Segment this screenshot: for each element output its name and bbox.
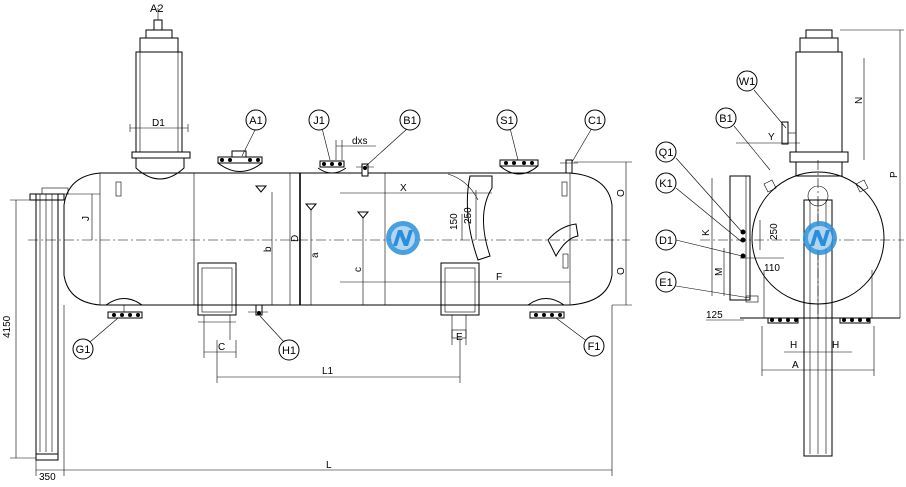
- label-s1: S1: [500, 115, 513, 127]
- callout-b1-side: B1: [715, 107, 737, 129]
- side-nozzle-left: [763, 179, 777, 193]
- callout-d1: D1: [655, 229, 677, 251]
- internal-baffle: [466, 175, 493, 261]
- dim-d1: D1: [152, 118, 165, 129]
- dim-k: K: [701, 229, 712, 236]
- label-h1: H1: [282, 345, 296, 357]
- dim-d: D: [290, 235, 301, 242]
- level-mark-1: [254, 185, 268, 193]
- callout-c1: C1: [584, 109, 606, 131]
- dim-j: J: [81, 216, 92, 221]
- label-g1: G1: [76, 344, 91, 356]
- callout-w1: W1: [736, 70, 758, 92]
- dim-l1: L1: [322, 366, 334, 377]
- side-bottom-nozzles: [767, 317, 871, 324]
- nozzle-f1: [527, 298, 565, 319]
- dim-n: N: [854, 97, 865, 104]
- level-gauge: [729, 175, 759, 303]
- nozzle-w1: [781, 121, 796, 145]
- callout-b1-front: B1: [399, 109, 421, 131]
- side-view: [700, 29, 904, 457]
- dim-250: 250: [463, 207, 474, 224]
- dim-150: 150: [449, 213, 460, 230]
- top-dome-nozzle: [129, 8, 191, 180]
- callout-e1: E1: [655, 271, 677, 293]
- dim-h-left: H: [790, 340, 797, 351]
- company-logo-watermark: [386, 221, 420, 255]
- callout-g1: G1: [72, 338, 94, 360]
- front-view: [10, 8, 632, 476]
- dim-l: L: [326, 460, 332, 471]
- leader-lines: [89, 89, 787, 343]
- label-k1: K1: [659, 178, 672, 190]
- dimension-labels: D1 dxs X F L1 L C E 350 4150 J b D a c 2…: [2, 97, 900, 483]
- label-d1: D1: [659, 235, 673, 247]
- callout-h1: H1: [278, 339, 300, 361]
- dim-c: C: [218, 342, 225, 353]
- inlet-deflector: [547, 223, 579, 258]
- dim-b: b: [263, 246, 274, 252]
- side-dome: [789, 29, 849, 177]
- dim-o1: O: [616, 189, 627, 197]
- dim-dxs: dxs: [352, 136, 368, 147]
- saddle-right: [440, 262, 480, 340]
- dim-350: 350: [39, 472, 56, 483]
- dim-o2: O: [616, 267, 627, 275]
- label-c1: C1: [588, 115, 602, 127]
- dim-p: P: [889, 171, 900, 178]
- label-b1-side: B1: [719, 113, 732, 125]
- label-a2: A2: [150, 3, 163, 15]
- dim-e: E: [456, 332, 463, 343]
- dim-y: Y: [768, 132, 775, 143]
- dim-f: F: [496, 272, 502, 283]
- nozzle-a1: [217, 150, 263, 172]
- dim-m: M: [714, 268, 725, 276]
- dim-c-small: c: [353, 267, 364, 272]
- dim-h-right: H: [832, 340, 839, 351]
- nozzle-c1: [560, 159, 578, 174]
- label-f1: F1: [588, 341, 601, 353]
- callout-q1: Q1: [655, 141, 677, 163]
- side-nozzle-right: [855, 179, 869, 193]
- vessel-shell: [63, 172, 613, 306]
- nozzle-b1: [356, 163, 374, 177]
- dim-110: 110: [764, 263, 780, 274]
- label-e1: E1: [659, 277, 672, 289]
- saddle-left: [197, 262, 237, 340]
- dim-x: X: [400, 183, 407, 194]
- nozzle-g1: [105, 298, 143, 319]
- dim-a-side: A: [792, 360, 799, 371]
- dim-125: 125: [706, 310, 723, 321]
- nozzle-h1: [248, 304, 268, 316]
- company-logo-watermark-side: [803, 221, 837, 255]
- nozzle-s1: [499, 159, 539, 175]
- label-j1: J1: [313, 115, 325, 127]
- label-w1: W1: [739, 76, 756, 88]
- level-mark-3: [356, 211, 370, 219]
- label-b1: B1: [403, 115, 416, 127]
- front-dimensions: [10, 140, 632, 476]
- callout-f1: F1: [583, 335, 605, 357]
- callout-a2: A2: [150, 3, 163, 15]
- level-mark-2: [304, 203, 318, 211]
- callout-k1: K1: [655, 172, 677, 194]
- label-a1: A1: [249, 115, 262, 127]
- heater-bundle-left: [29, 187, 69, 461]
- dim-4150: 4150: [2, 315, 13, 338]
- nozzle-j1: [317, 160, 347, 174]
- callout-s1: S1: [496, 109, 518, 131]
- label-q1: Q1: [659, 147, 674, 159]
- callout-a1: A1: [245, 109, 267, 131]
- dim-a: a: [310, 252, 321, 258]
- callout-j1: J1: [308, 109, 330, 131]
- dim-250-side: 250: [769, 223, 780, 240]
- side-dimensions: [706, 29, 904, 376]
